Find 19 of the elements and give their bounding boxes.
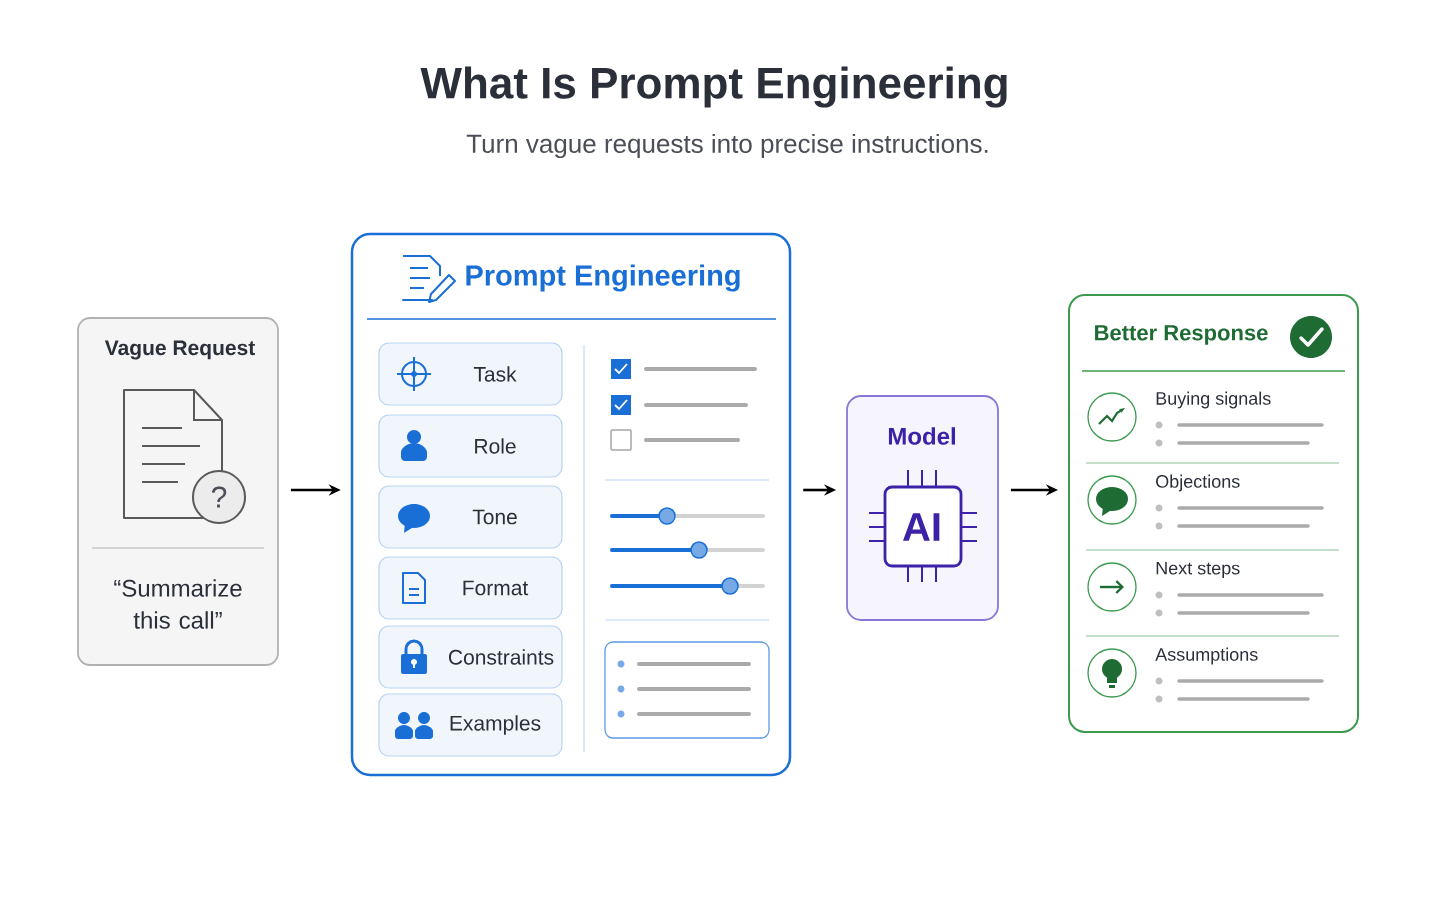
card-title: Better Response [1095, 325, 1268, 345]
section-heading: Next steps [1156, 561, 1240, 579]
subtitle: Turn vague requests into precise instructions. [466, 133, 988, 159]
panel-title: Prompt Engineering [466, 264, 740, 292]
component-label: Format [463, 580, 529, 596]
section-heading: Buying signals [1156, 391, 1271, 409]
component-label: Constraints [448, 649, 554, 665]
card-title: Vague Request [104, 340, 255, 360]
component-label: Task [473, 366, 517, 382]
chip-drawing: AI [868, 469, 978, 583]
question-mark: ? [211, 486, 227, 508]
component-label: Examples [450, 715, 541, 735]
section-heading: Objections [1156, 474, 1240, 492]
model-label: Model [888, 427, 955, 445]
title: What Is Prompt Engineering [420, 66, 1007, 108]
component-label: Tone [472, 509, 517, 525]
section-heading: Assumptions [1155, 647, 1258, 665]
quoted-request: “Summarize this call” [114, 579, 242, 629]
component-label: Role [475, 438, 516, 454]
